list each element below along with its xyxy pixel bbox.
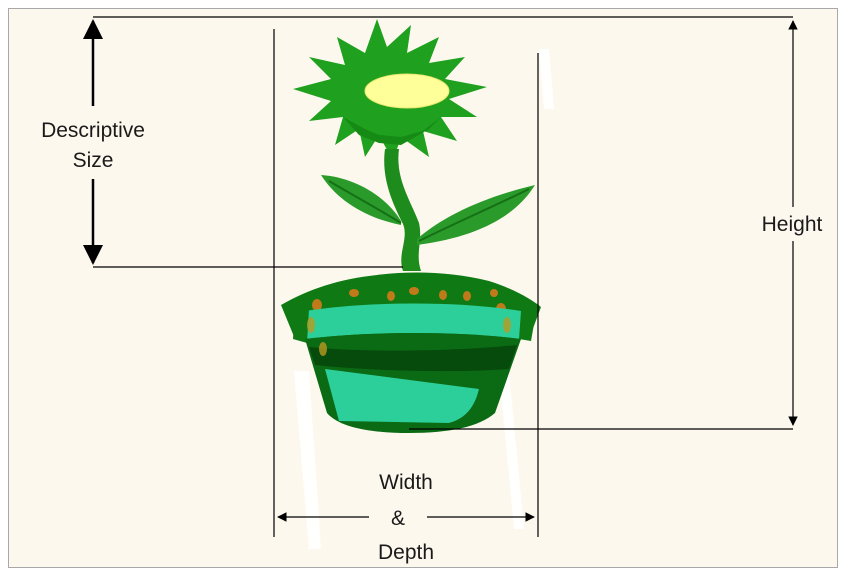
pot-band: [305, 303, 521, 339]
soil-dots: [312, 287, 506, 315]
ampersand-label: &: [391, 507, 405, 530]
plant-measurement-diagram: Descriptive Size Height Width & Depth: [41, 16, 823, 564]
plant-stem: [384, 149, 421, 271]
descriptive-size-label-line2: Size: [73, 149, 114, 172]
flower-center: [364, 73, 450, 109]
diagram-frame: Descriptive Size Height Width & Depth: [8, 8, 838, 568]
depth-label: Depth: [378, 541, 434, 564]
descriptive-size-label-line1: Descriptive: [41, 119, 145, 142]
height-label: Height: [762, 213, 823, 236]
potted-plant-illustration: [281, 19, 554, 549]
width-label: Width: [379, 471, 433, 494]
measurement-lines: [83, 16, 798, 537]
